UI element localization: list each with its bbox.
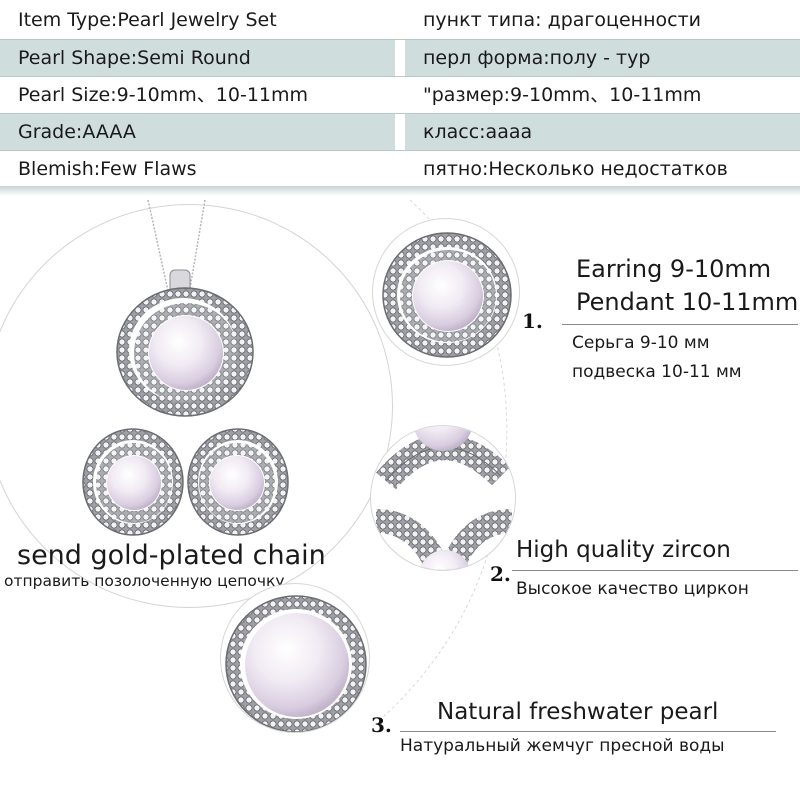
row-divider bbox=[0, 39, 800, 40]
spec-blemish-ru: пятно:Несколько недостатков bbox=[423, 158, 728, 180]
feature-3-underline bbox=[400, 731, 776, 732]
row-divider bbox=[0, 150, 800, 151]
feature-1-sub-line1: Серьга 9-10 мм bbox=[572, 333, 710, 353]
earring-closeup-image bbox=[382, 232, 512, 358]
feature-1-title-line2: Pendant 10-11mm bbox=[576, 288, 799, 316]
feature-3-sub: Натуральный жемчуг пресной воды bbox=[400, 736, 725, 756]
pendant-image bbox=[116, 287, 254, 417]
feature-2-sub: Высокое качество циркон bbox=[516, 579, 749, 599]
spec-grade-en: Grade:AAAA bbox=[0, 114, 395, 150]
feature-1-title-line1: Earring 9-10mm bbox=[576, 255, 772, 283]
spec-item-type-en: Item Type:Pearl Jewelry Set bbox=[18, 9, 277, 31]
pearl-closeup-image bbox=[225, 595, 367, 732]
zircon-closeup-image bbox=[375, 426, 513, 570]
spec-grade-ru: класс:aaaa bbox=[405, 114, 800, 150]
chain-caption-ru: отправить позолоченную цепочку bbox=[4, 572, 285, 590]
spec-pearl-shape-en: Pearl Shape:Semi Round bbox=[0, 40, 395, 76]
feature-number-3: 3. bbox=[371, 713, 392, 737]
spec-blemish-en: Blemish:Few Flaws bbox=[18, 158, 197, 180]
section-divider bbox=[0, 186, 800, 196]
row-divider bbox=[0, 76, 800, 77]
earring-right-image bbox=[187, 428, 289, 536]
earring-left-image bbox=[82, 428, 184, 536]
detail-circle-1 bbox=[372, 218, 520, 366]
feature-1-sub-line2: подвеска 10-11 мм bbox=[572, 362, 742, 382]
feature-2-title: High quality zircon bbox=[516, 537, 731, 563]
spec-pearl-size-ru: "размер:9-10mm、10-11mm bbox=[423, 84, 702, 106]
row-divider bbox=[0, 113, 800, 114]
feature-2-underline bbox=[512, 570, 798, 571]
spec-pearl-shape-ru: перл форма:полу - тур bbox=[405, 40, 800, 76]
spec-pearl-size-en: Pearl Size:9-10mm、10-11mm bbox=[18, 84, 309, 106]
spec-table: Item Type:Pearl Jewelry Set Pearl Shape:… bbox=[0, 0, 800, 186]
feature-number-2: 2. bbox=[490, 562, 511, 586]
feature-3-title: Natural freshwater pearl bbox=[437, 699, 719, 725]
spec-item-type-ru: пункт типа: драгоценности bbox=[423, 9, 701, 31]
detail-circle-2 bbox=[370, 425, 516, 571]
feature-number-1: 1. bbox=[522, 309, 543, 333]
chain-caption-en: send gold-plated chain bbox=[17, 540, 326, 571]
detail-circle-3 bbox=[220, 583, 370, 733]
main-set-circle bbox=[0, 204, 393, 608]
feature-1-underline bbox=[562, 324, 798, 325]
